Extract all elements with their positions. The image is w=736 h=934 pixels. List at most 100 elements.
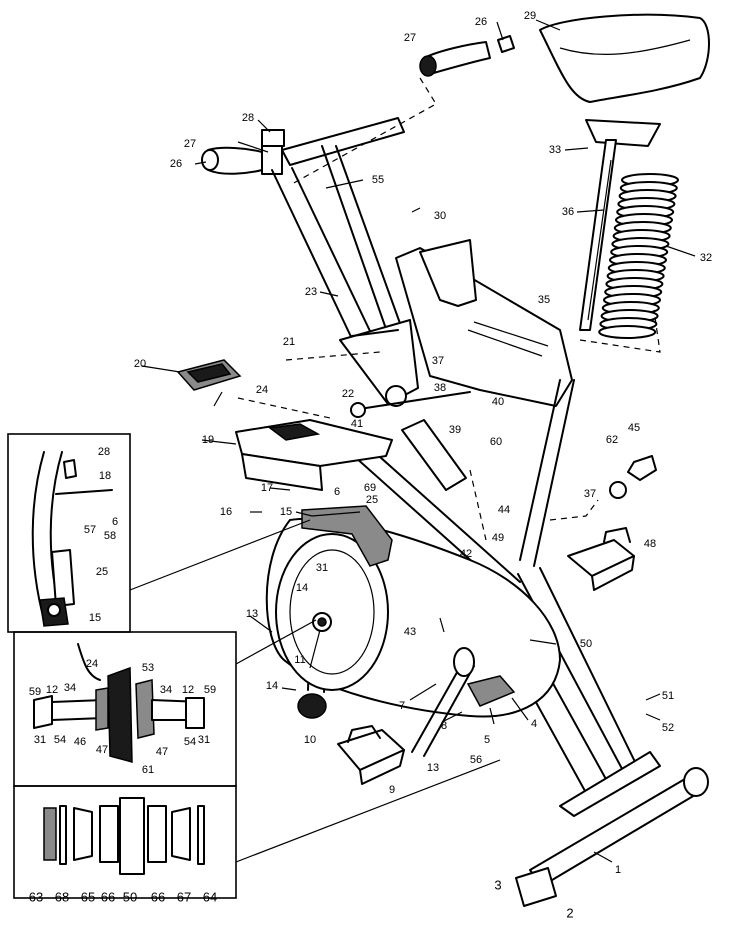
part-label-p50: 50 [123, 889, 137, 904]
part-label-p13: 13 [427, 762, 439, 774]
part-label-p1: 1 [615, 864, 621, 876]
part-label-p5: 5 [484, 734, 490, 746]
part-label-p47: 47 [156, 746, 168, 758]
seat-post [579, 119, 661, 331]
part-label-p55: 55 [372, 174, 384, 186]
part-label-p64: 64 [203, 889, 217, 904]
part-label-p13: 13 [246, 608, 258, 620]
part-label-p37: 37 [584, 488, 596, 500]
part-label-p26: 26 [475, 16, 487, 28]
part-label-p15: 15 [89, 612, 101, 624]
part-label-p2: 2 [566, 905, 573, 920]
part-label-p23: 23 [305, 286, 317, 298]
part-label-p32: 32 [700, 252, 712, 264]
part-label-p28: 28 [242, 112, 254, 124]
crank [411, 647, 516, 757]
part-label-p12: 12 [182, 684, 194, 696]
part-label-p41: 41 [351, 418, 363, 430]
part-label-p50: 50 [580, 638, 592, 650]
part-label-p31: 31 [198, 734, 210, 746]
part-label-p53: 53 [142, 662, 154, 674]
part-label-p39: 39 [449, 424, 461, 436]
part-label-p24: 24 [256, 384, 268, 396]
shock [350, 391, 471, 491]
part-label-p34: 34 [64, 682, 76, 694]
part-label-p45: 45 [628, 422, 640, 434]
part-label-p38: 38 [434, 382, 446, 394]
inset-hub [13, 619, 317, 787]
part-label-p44: 44 [498, 504, 510, 516]
part-label-p30: 30 [434, 210, 446, 222]
part-label-p8: 8 [441, 720, 447, 732]
grip-upper [419, 35, 515, 77]
part-label-p62: 62 [606, 434, 618, 446]
part-label-p4: 4 [531, 718, 537, 730]
part-label-p57: 57 [84, 524, 96, 536]
part-label-p63: 63 [29, 889, 43, 904]
part-label-p28: 28 [98, 446, 110, 458]
part-label-p27: 27 [184, 138, 196, 150]
part-label-p61: 61 [142, 764, 154, 776]
meter [176, 359, 242, 391]
part-label-p36: 36 [562, 206, 574, 218]
pedal-right [567, 527, 635, 591]
part-label-p42: 42 [460, 548, 472, 560]
part-label-p68: 68 [55, 889, 69, 904]
part-label-p59: 59 [204, 684, 216, 696]
part-label-p6: 6 [334, 486, 340, 498]
part-label-p14: 14 [266, 680, 278, 692]
part-label-p31: 31 [316, 562, 328, 574]
part-label-p35: 35 [538, 294, 550, 306]
part-label-p56: 56 [470, 754, 482, 766]
base-tube [515, 767, 709, 907]
part-label-p43: 43 [404, 626, 416, 638]
part-label-p7: 7 [399, 700, 405, 712]
fender [301, 505, 393, 567]
part-label-p49: 49 [492, 532, 504, 544]
flywheel-housing [265, 517, 561, 718]
part-label-p12: 12 [46, 684, 58, 696]
part-label-p26: 26 [170, 158, 182, 170]
part-label-p58: 58 [104, 530, 116, 542]
part-label-p27: 27 [404, 32, 416, 44]
part-label-p24: 24 [86, 658, 98, 670]
leader-lines [141, 19, 696, 863]
part-label-p14: 14 [296, 582, 308, 594]
inset-exploded-hub [13, 759, 501, 899]
part-label-p37: 37 [432, 355, 444, 367]
part-label-p19: 19 [202, 434, 214, 446]
part-label-p52: 52 [662, 722, 674, 734]
part-label-p9: 9 [389, 784, 395, 796]
part-label-p54: 54 [184, 736, 196, 748]
part-label-p60: 60 [490, 436, 502, 448]
part-label-p11: 11 [294, 654, 305, 666]
part-label-p6: 6 [112, 516, 118, 528]
part-label-p59: 59 [29, 686, 41, 698]
part-label-p46: 46 [74, 736, 86, 748]
console [235, 419, 393, 491]
part-label-p69: 69 [364, 482, 376, 494]
part-label-p16: 16 [220, 506, 232, 518]
pedal-left [337, 725, 405, 785]
part-label-p65: 65 [81, 889, 95, 904]
seat [539, 13, 710, 103]
part-label-p34: 34 [160, 684, 172, 696]
bellows-ring [598, 325, 657, 339]
part-label-p3: 3 [494, 877, 501, 892]
handlebar [201, 117, 405, 175]
part-label-p21: 21 [283, 336, 295, 348]
part-label-p18: 18 [99, 470, 111, 482]
part-label-p17: 17 [261, 482, 273, 494]
part-label-p10: 10 [304, 734, 316, 746]
part-label-p25: 25 [96, 566, 108, 578]
part-label-p31: 31 [34, 734, 46, 746]
bellows-spring [598, 173, 679, 339]
part-label-p54: 54 [54, 734, 66, 746]
part-label-p48: 48 [644, 538, 656, 550]
part-label-p25: 25 [366, 494, 378, 506]
assembly-lines [237, 77, 661, 541]
part-label-p67: 67 [177, 889, 191, 904]
part-label-p66: 66 [151, 889, 165, 904]
